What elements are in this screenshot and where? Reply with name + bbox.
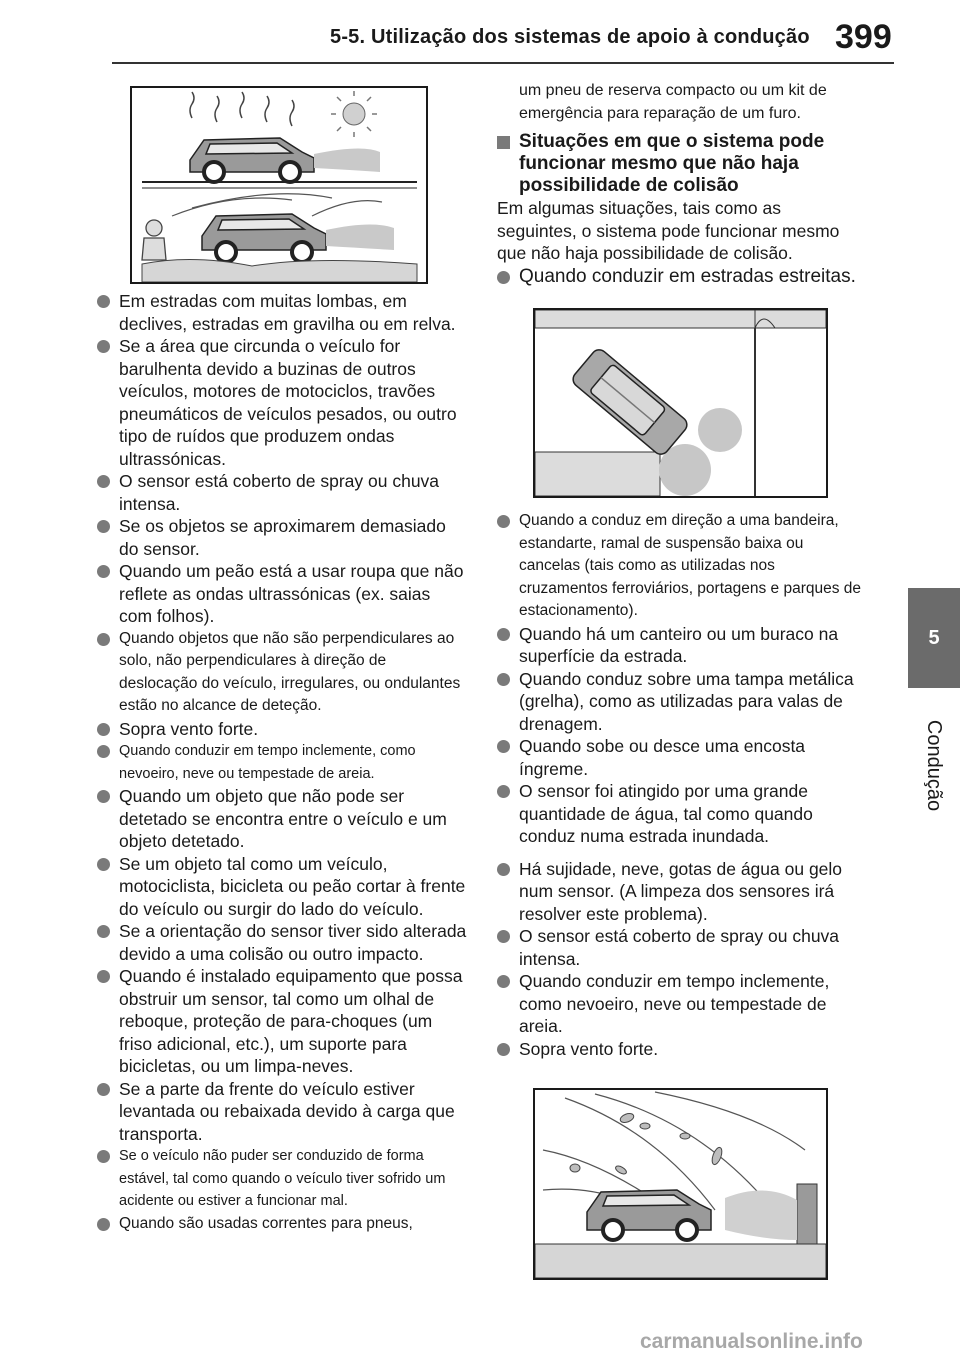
list-item: O sensor está coberto de spray ou chuva … (497, 925, 865, 970)
figure-rough-road (130, 86, 428, 284)
section-intro: Em algumas situações, tais como as segui… (497, 198, 840, 263)
car-top-view (572, 349, 688, 455)
leaf-icon (639, 1122, 651, 1130)
list-item: Se os objetos se aproximarem demasiado d… (97, 515, 467, 560)
pole (796, 1183, 818, 1245)
list-item: Quando conduzir em tempo inclemente, com… (497, 970, 865, 1038)
list-item: O sensor está coberto de spray ou chuva … (97, 470, 467, 515)
sun-icon (342, 102, 366, 126)
list-item: Em estradas com muitas lombas, em decliv… (97, 290, 467, 335)
header-rule (112, 62, 894, 64)
list-item: Sopra vento forte. (97, 718, 467, 741)
list-item: Quando conduz sobre uma tampa metálica (… (497, 668, 865, 736)
chapter-label-container: Condução (912, 700, 956, 830)
figure-narrow-road (533, 308, 828, 498)
list-item: Quando sobe ou desce uma encosta íngreme… (497, 735, 865, 780)
list-item: Se a parte da frente do veículo estiver … (97, 1078, 467, 1146)
chapter-tab: 5 (908, 588, 960, 688)
left-column: Em estradas com muitas lombas, em decliv… (97, 290, 467, 1235)
figure-strong-wind (533, 1088, 828, 1280)
list-item: Quando há um canteiro ou um buraco na su… (497, 623, 865, 668)
list-item: Se a área que circunda o veículo for bar… (97, 335, 467, 470)
leaf-icon (569, 1163, 581, 1173)
list-item: Quando conduzir em tempo inclemente, com… (97, 740, 467, 785)
list-item: Sopra vento forte. (497, 1038, 865, 1061)
leaf-icon (711, 1146, 723, 1166)
leaf-icon (619, 1113, 635, 1123)
list-item: Quando um peão está a usar roupa que não… (97, 560, 467, 628)
list-item: Quando um objeto que não pode ser deteta… (97, 785, 467, 853)
list-item: Quando são usadas correntes para pneus, (97, 1213, 467, 1236)
list-item: Quando objetos que não são perpendicular… (97, 628, 467, 718)
list-item: Há sujidade, neve, gotas de água ou gelo… (497, 858, 865, 926)
list-item: Se a orientação do sensor tiver sido alt… (97, 920, 467, 965)
right-column-top: um pneu de reserva compacto ou um kit de… (497, 80, 865, 289)
list-item: Quando conduzir em estradas estreitas. (497, 265, 865, 289)
leaf-icon (679, 1132, 691, 1140)
right-column-middle: Quando a conduz em direção a uma bandeir… (497, 510, 865, 1060)
section-heading: Situações em que o sistema pode funciona… (497, 131, 865, 197)
list-item: Quando a conduz em direção a uma bandeir… (497, 510, 865, 623)
car-upper (189, 137, 315, 184)
car-side-view (586, 1189, 712, 1242)
list-item: Quando é instalado equipamento que possa… (97, 965, 467, 1078)
chapter-label: Condução (923, 719, 946, 811)
page-number: 399 (835, 18, 892, 56)
chapter-number: 5 (928, 626, 940, 649)
car-lower (201, 213, 327, 264)
list-item: O sensor foi atingido por uma grande qua… (497, 780, 865, 848)
watermark: carmanualsonline.info (640, 1330, 863, 1353)
leaf-icon (615, 1165, 627, 1175)
person-icon (141, 219, 167, 261)
list-item: Se o veículo não puder ser conduzido de … (97, 1145, 467, 1213)
continuation-text: um pneu de reserva compacto ou um kit de… (519, 82, 827, 122)
list-item: Se um objeto tal como um veículo, motoci… (97, 853, 467, 921)
section-title: 5-5. Utilização dos sistemas de apoio à … (330, 26, 810, 48)
